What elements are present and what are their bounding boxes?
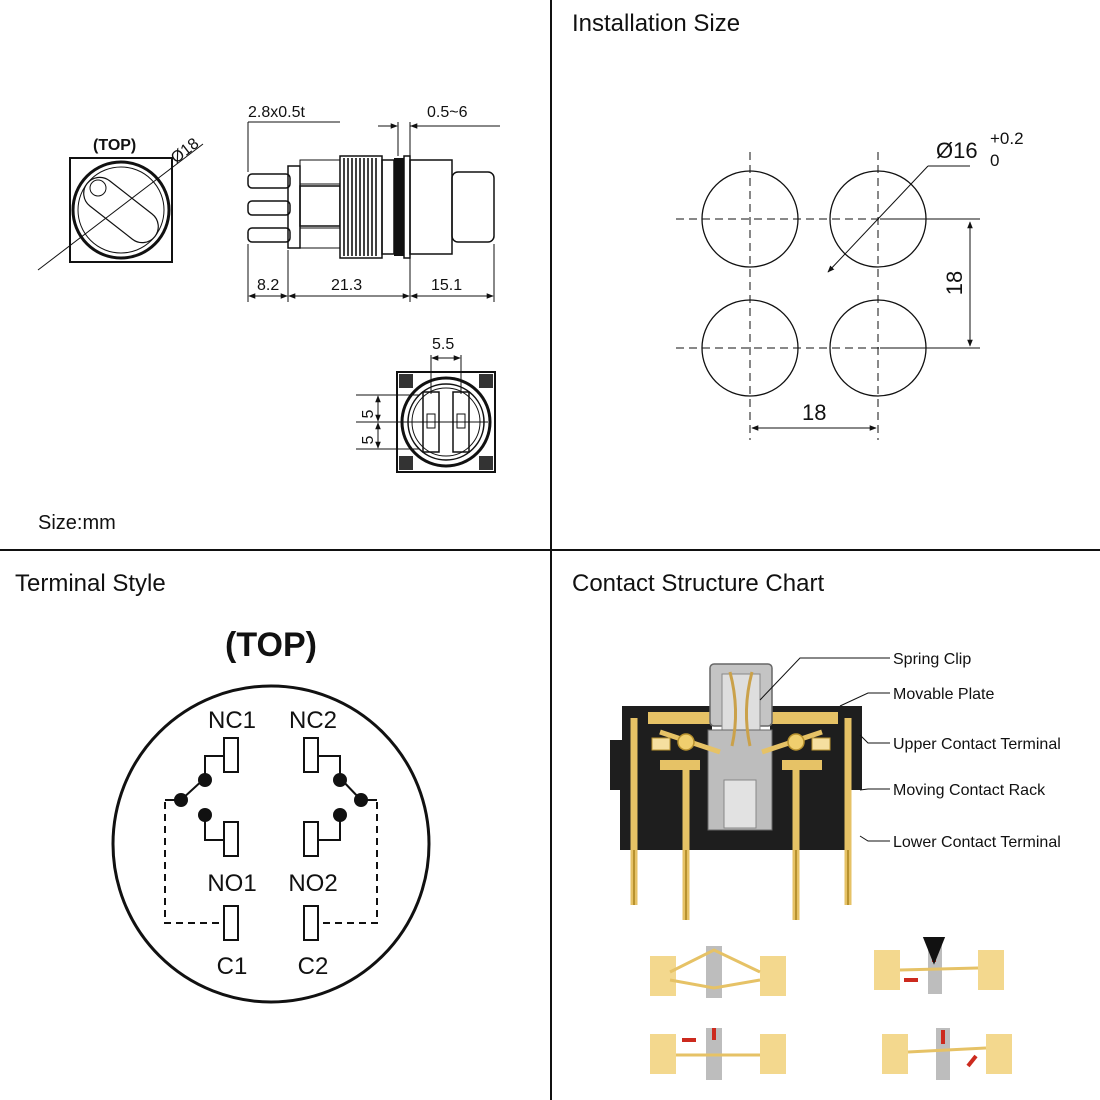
label-nc2: NC2 [289, 707, 337, 734]
pin-spacing: 5.5 [432, 336, 454, 353]
len-body: 21.3 [331, 277, 362, 294]
callout-moving-rack: Moving Contact Rack [893, 782, 1046, 799]
tolerance-lower: 0 [990, 151, 999, 170]
label-c2: C2 [298, 953, 329, 980]
unit-note: Size:mm [38, 512, 116, 534]
label-c1: C1 [217, 953, 248, 980]
len-head: 15.1 [431, 277, 462, 294]
tolerance-upper: +0.2 [990, 129, 1024, 148]
terminal-style-title: Terminal Style [15, 570, 166, 597]
installation-drawing: Ø16 +0.2 0 18 18 [676, 129, 1024, 440]
mini-diagram-4 [882, 1028, 1012, 1080]
terminal-top-label: (TOP) [225, 626, 317, 664]
hole-3 [701, 299, 799, 397]
label-nc1: NC1 [208, 707, 256, 734]
contact-structure-title: Contact Structure Chart [572, 570, 825, 597]
len-terminal: 8.2 [257, 277, 279, 294]
pin-pitch-1: 5 [360, 409, 377, 418]
contact-structure-drawing: Spring Clip Movable Plate Upper Contact … [610, 651, 1061, 1080]
callout-spring-clip: Spring Clip [893, 651, 971, 668]
mini-diagram-1 [650, 946, 786, 998]
spacing-vertical: 18 [942, 271, 967, 295]
hole-diameter: Ø16 [936, 138, 978, 163]
diameter-18: Ø18 [168, 135, 202, 167]
terminal-diagram: (TOP) NC1 NC2 NO1 NO2 C1 C2 [111, 626, 431, 1004]
terminal-size-label: 2.8x0.5t [248, 104, 305, 121]
top-view: (TOP) Ø18 [37, 135, 204, 271]
dimension-drawing: (TOP) Ø18 2.8x0.5t [37, 104, 500, 473]
label-no2: NO2 [288, 870, 337, 897]
spacing-horizontal: 18 [802, 400, 826, 425]
panel-thickness-label: 0.5~6 [427, 104, 468, 121]
top-view-label: (TOP) [93, 137, 136, 154]
callout-upper-terminal: Upper Contact Terminal [893, 736, 1061, 753]
side-view: 2.8x0.5t [247, 104, 500, 302]
installation-size-title: Installation Size [572, 10, 741, 37]
pin-pitch-2: 5 [360, 435, 377, 444]
bottom-view: 5.5 5 5 [356, 336, 496, 473]
label-no1: NO1 [207, 870, 256, 897]
horizontal-divider [0, 549, 1100, 551]
mini-diagram-2 [874, 936, 1004, 994]
mini-diagram-3 [650, 1028, 786, 1080]
callout-movable-plate: Movable Plate [893, 686, 994, 703]
callout-lower-terminal: Lower Contact Terminal [893, 834, 1061, 851]
hole-1 [701, 170, 799, 268]
